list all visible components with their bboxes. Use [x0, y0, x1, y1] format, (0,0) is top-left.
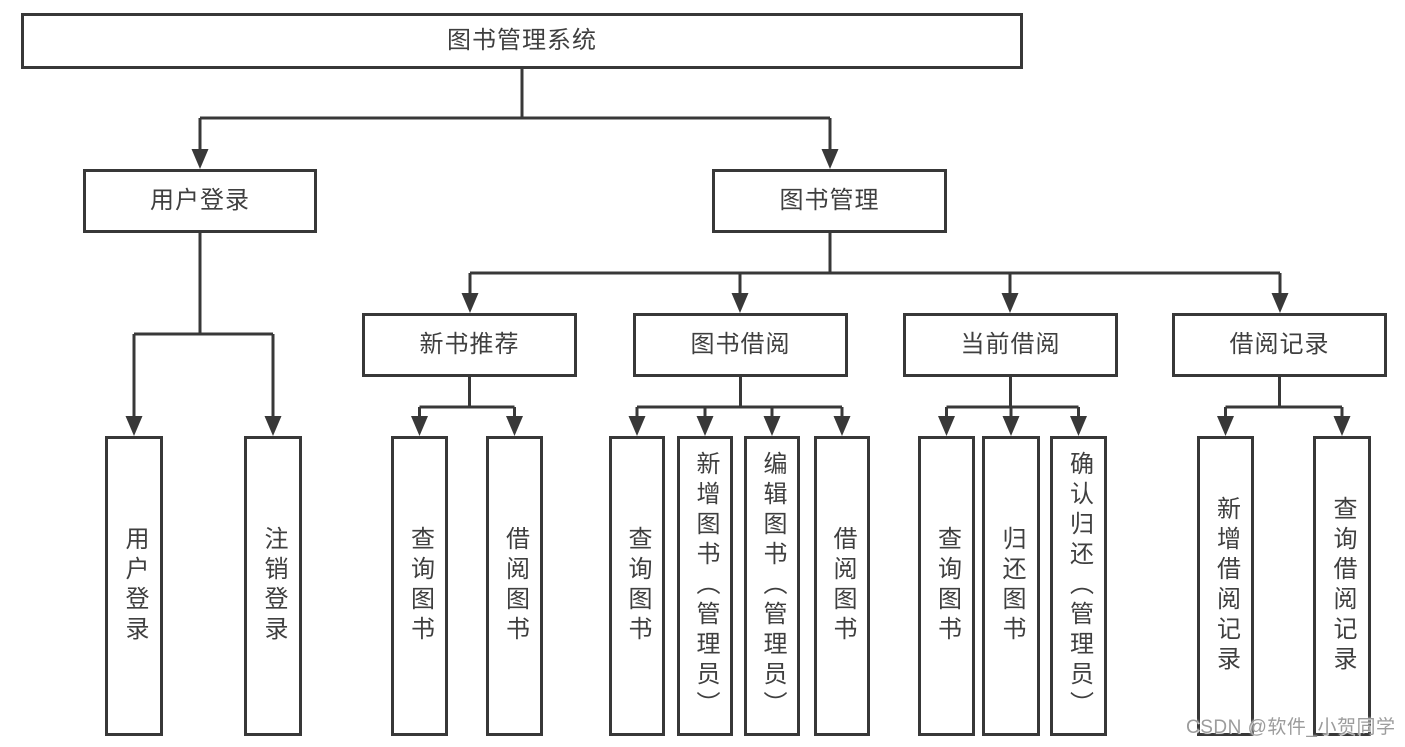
- leaf-nbr-query-books-label: 查询图书: [406, 526, 434, 646]
- node-book-management: 图书管理: [712, 169, 947, 233]
- arrow-down-icon: [1002, 416, 1020, 436]
- node-user-login-label: 用户登录: [150, 186, 250, 214]
- leaf-cb-query-books: 查询图书: [918, 436, 975, 736]
- connector-current-borrow-to-leaves: [945, 377, 1080, 424]
- leaf-bb-borrow-books-label: 借阅图书: [829, 526, 856, 646]
- leaf-cb-query-books-label: 查询图书: [933, 526, 961, 646]
- connector-root-to-level2: [198, 69, 832, 155]
- node-user-login: 用户登录: [83, 169, 317, 233]
- arrow-down-icon: [191, 149, 209, 169]
- arrow-down-icon: [506, 416, 523, 436]
- leaf-bb-add-books-admin: 新增图书（管理员）: [677, 436, 733, 736]
- leaf-bb-query-books: 查询图书: [609, 436, 665, 736]
- leaf-user-login: 用户登录: [105, 436, 163, 736]
- arrow-down-icon: [1333, 416, 1351, 436]
- node-current-borrow-label: 当前借阅: [960, 330, 1061, 358]
- connector-user-login-to-leaves: [132, 233, 275, 424]
- leaf-br-query-record: 查询借阅记录: [1313, 436, 1371, 736]
- arrow-down-icon: [763, 416, 781, 436]
- leaf-nbr-query-books: 查询图书: [391, 436, 448, 736]
- leaf-cb-confirm-return-admin-label: 确认归还（管理员）: [1065, 451, 1093, 721]
- node-book-borrow: 图书借阅: [633, 313, 848, 377]
- arrow-down-icon: [1217, 416, 1234, 436]
- arrow-down-icon: [1271, 293, 1289, 313]
- leaf-cb-return-books: 归还图书: [982, 436, 1040, 736]
- node-current-borrow: 当前借阅: [903, 313, 1118, 377]
- arrow-down-icon: [125, 416, 143, 436]
- arrow-down-icon: [938, 416, 955, 436]
- leaf-bb-edit-books-admin-label: 编辑图书（管理员）: [759, 451, 786, 721]
- node-book-management-label: 图书管理: [779, 186, 880, 214]
- leaf-bb-query-books-label: 查询图书: [624, 526, 651, 646]
- node-library-system-label: 图书管理系统: [447, 26, 597, 54]
- leaf-bb-add-books-admin-label: 新增图书（管理员）: [692, 451, 719, 721]
- arrow-down-icon: [628, 416, 646, 436]
- connector-book-management-to-level3: [468, 233, 1282, 299]
- leaf-cb-return-books-label: 归还图书: [998, 526, 1025, 646]
- node-borrow-records-label: 借阅记录: [1229, 330, 1330, 358]
- arrow-down-icon: [821, 149, 839, 169]
- connector-book-borrow-to-leaves: [635, 377, 844, 424]
- leaf-bb-edit-books-admin: 编辑图书（管理员）: [744, 436, 800, 736]
- leaf-br-query-record-label: 查询借阅记录: [1329, 496, 1356, 676]
- connector-new-book-recommend-to-leaves: [418, 377, 516, 424]
- node-borrow-records: 借阅记录: [1172, 313, 1387, 377]
- node-new-book-recommend-label: 新书推荐: [419, 330, 520, 358]
- arrow-down-icon: [411, 416, 428, 436]
- leaf-logout-label: 注销登录: [260, 526, 287, 646]
- csdn-watermark: CSDN @软件_小贺同学: [1186, 717, 1396, 738]
- leaf-bb-borrow-books: 借阅图书: [814, 436, 870, 736]
- node-library-system: 图书管理系统: [21, 13, 1023, 69]
- node-new-book-recommend: 新书推荐: [362, 313, 577, 377]
- arrow-down-icon: [1070, 416, 1087, 436]
- arrow-down-icon: [833, 416, 851, 436]
- arrow-down-icon: [696, 416, 714, 436]
- arrow-down-icon: [1001, 293, 1019, 313]
- connector-borrow-records-to-leaves: [1224, 377, 1344, 424]
- leaf-nbr-borrow-books-label: 借阅图书: [501, 526, 529, 646]
- arrow-down-icon: [264, 416, 282, 436]
- leaf-logout: 注销登录: [244, 436, 302, 736]
- node-book-borrow-label: 图书借阅: [690, 330, 791, 358]
- arrow-down-icon: [461, 293, 479, 313]
- leaf-nbr-borrow-books: 借阅图书: [486, 436, 543, 736]
- leaf-br-add-record: 新增借阅记录: [1197, 436, 1254, 736]
- leaf-user-login-label: 用户登录: [121, 526, 148, 646]
- arrow-down-icon: [731, 293, 749, 313]
- leaf-br-add-record-label: 新增借阅记录: [1212, 496, 1240, 676]
- leaf-cb-confirm-return-admin: 确认归还（管理员）: [1050, 436, 1107, 736]
- arrow-down-icons: [125, 149, 1351, 436]
